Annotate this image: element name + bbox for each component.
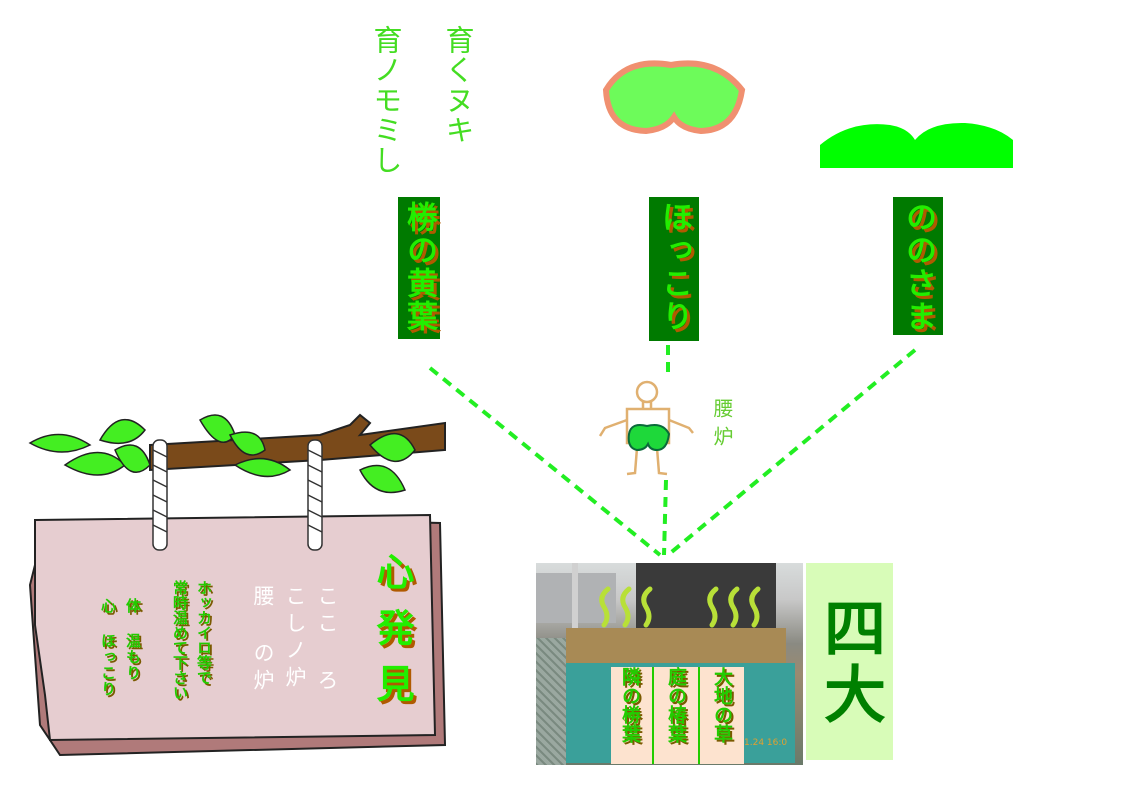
sign-green-line: 心 ほっこり	[99, 598, 117, 697]
sign-green-line: ホッカイロ等で	[195, 580, 213, 685]
bin-top	[566, 628, 786, 668]
fence	[536, 638, 566, 765]
photo-label: 隣の椦葉	[619, 667, 641, 743]
sign-green-line: 常時温めて下さい	[171, 580, 189, 700]
steam-icon	[599, 586, 761, 628]
logo: 育ノモミし 育くヌキ	[369, 25, 475, 175]
tag-label: ののさま	[900, 201, 936, 333]
photo-label: 大地の草	[698, 667, 744, 764]
tag-keyaki-yellow-leaves: 椦の黄葉	[398, 197, 440, 339]
warmer-pad-icon	[602, 60, 746, 135]
tag-label: 椦の黄葉	[401, 201, 437, 333]
pole	[572, 563, 578, 658]
sign-green-line: 体 温もり	[124, 598, 142, 681]
photo-label-panel: 大地の草 庭の椿葉 隣の椦葉	[611, 667, 744, 764]
compost-bin-photo: 大地の草 庭の椿葉 隣の椦葉 1.24 16:0	[536, 563, 803, 765]
person-figure-icon	[598, 380, 694, 476]
sign-white-line: 腰 の炉	[251, 585, 275, 696]
four-elements-box: 四大	[806, 563, 893, 760]
sign-title: 心発見	[370, 552, 414, 720]
photo-label: 庭の椿葉	[652, 667, 698, 764]
tag-hokkori: ほっこり	[649, 197, 699, 341]
hanging-sign-illustration	[28, 413, 447, 757]
photo-timestamp: 1.24 16:0	[744, 738, 788, 748]
tag-nonosama: ののさま	[893, 197, 943, 335]
sign-white-line: ここ ろ	[315, 585, 339, 696]
tag-label: ほっこり	[656, 201, 692, 333]
figure-label: 腰炉	[710, 398, 734, 454]
sign-white-line: こしノ炉	[283, 585, 307, 693]
mound-icon	[820, 122, 1013, 168]
